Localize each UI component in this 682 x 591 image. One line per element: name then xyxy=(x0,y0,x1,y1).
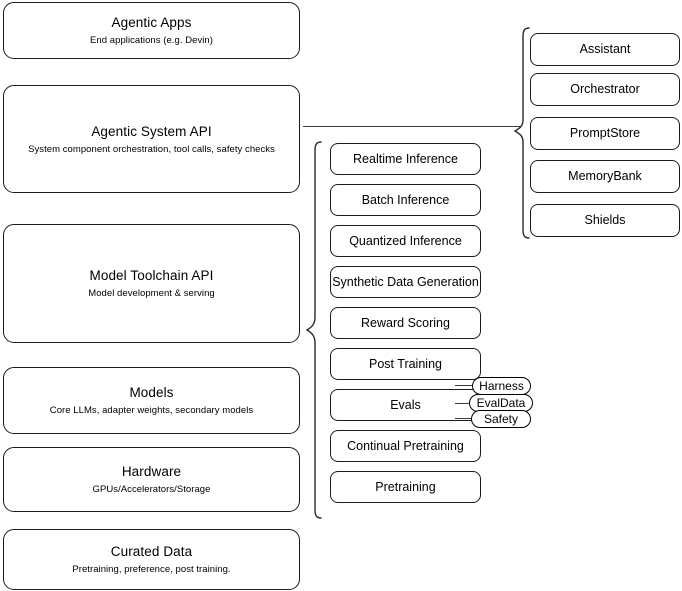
layer-models[interactable]: Models Core LLMs, adapter weights, secon… xyxy=(3,367,300,434)
connector-evals-to-evaldata xyxy=(455,403,475,404)
layer-title: Hardware xyxy=(121,464,182,479)
layer-title: Agentic Apps xyxy=(111,15,192,30)
component-label: MemoryBank xyxy=(568,169,642,183)
component-label: Shields xyxy=(584,213,626,227)
capability-reward-scoring[interactable]: Reward Scoring xyxy=(330,307,481,339)
layer-title: Curated Data xyxy=(110,544,193,559)
component-shields[interactable]: Shields xyxy=(530,204,680,237)
connector-evals-to-safety xyxy=(455,418,477,419)
layer-subtitle: End applications (e.g. Devin) xyxy=(90,35,213,46)
layer-agentic-apps[interactable]: Agentic Apps End applications (e.g. Devi… xyxy=(3,2,300,59)
capability-realtime-inference[interactable]: Realtime Inference xyxy=(330,143,481,175)
layer-subtitle: Core LLMs, adapter weights, secondary mo… xyxy=(49,405,254,416)
component-promptstore[interactable]: PromptStore xyxy=(530,117,680,150)
layer-subtitle: GPUs/Accelerators/Storage xyxy=(92,484,211,495)
layer-title: Model Toolchain API xyxy=(89,268,214,283)
evals-badge-label: Safety xyxy=(483,411,519,426)
layer-agentic-system-api[interactable]: Agentic System API System component orch… xyxy=(3,85,300,193)
capability-label: Realtime Inference xyxy=(353,151,458,166)
capability-label: Quantized Inference xyxy=(349,233,462,248)
connector-agentic-system-api-to-components xyxy=(303,126,521,127)
layer-subtitle: Pretraining, preference, post training. xyxy=(72,564,231,575)
capability-quantized-inference[interactable]: Quantized Inference xyxy=(330,225,481,257)
component-label: Orchestrator xyxy=(570,82,640,96)
capability-label: Post Training xyxy=(369,356,442,371)
capability-label: Pretraining xyxy=(375,479,436,494)
capability-batch-inference[interactable]: Batch Inference xyxy=(330,184,481,216)
capability-label: Continual Pretraining xyxy=(347,438,464,453)
evals-badge-label: Harness xyxy=(479,378,524,393)
evals-badge-evaldata[interactable]: EvalData xyxy=(469,394,533,412)
brace-model-toolchain xyxy=(305,141,322,519)
capability-label: Batch Inference xyxy=(361,192,450,207)
layer-hardware[interactable]: Hardware GPUs/Accelerators/Storage xyxy=(3,447,300,512)
connector-evals-to-harness xyxy=(455,385,477,386)
component-label: Assistant xyxy=(579,42,631,56)
layer-subtitle: System component orchestration, tool cal… xyxy=(28,143,275,155)
capability-label: Evals xyxy=(390,397,421,412)
component-label: PromptStore xyxy=(569,126,641,140)
component-memorybank[interactable]: MemoryBank xyxy=(530,160,680,193)
evals-badge-safety[interactable]: Safety xyxy=(471,410,531,428)
layer-curated-data[interactable]: Curated Data Pretraining, preference, po… xyxy=(3,529,300,590)
capability-label: Synthetic Data Generation xyxy=(332,274,479,289)
layer-model-toolchain-api[interactable]: Model Toolchain API Model development & … xyxy=(3,224,300,343)
evals-badge-label: EvalData xyxy=(476,395,526,410)
brace-agentic-system-components xyxy=(513,27,530,239)
component-assistant[interactable]: Assistant xyxy=(530,33,680,66)
layer-subtitle: Model development & serving xyxy=(88,288,215,299)
capability-evals[interactable]: Evals xyxy=(330,389,481,421)
evals-badge-harness[interactable]: Harness xyxy=(472,377,531,395)
capability-post-training[interactable]: Post Training xyxy=(330,348,481,380)
capability-pretraining[interactable]: Pretraining xyxy=(330,471,481,503)
capability-continual-pretraining[interactable]: Continual Pretraining xyxy=(330,430,481,462)
layer-title: Agentic System API xyxy=(91,123,212,139)
component-orchestrator[interactable]: Orchestrator xyxy=(530,73,680,106)
layer-title: Models xyxy=(129,385,174,400)
capability-label: Reward Scoring xyxy=(361,315,450,330)
capability-synthetic-data-generation[interactable]: Synthetic Data Generation xyxy=(330,266,481,298)
